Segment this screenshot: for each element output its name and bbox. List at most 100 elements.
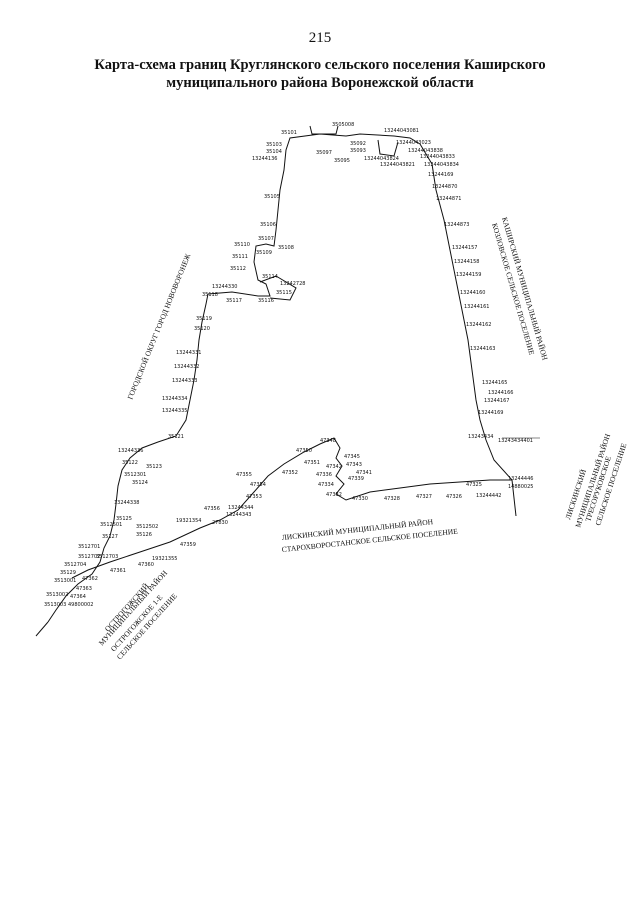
point-label: 13244870: [432, 184, 457, 190]
point-label: 35106: [260, 222, 276, 228]
point-label: 35125: [116, 516, 132, 522]
point-label: 47363: [76, 586, 92, 592]
point-label: 13244446: [508, 476, 533, 482]
point-label: 13244166: [488, 390, 513, 396]
point-label: 35121: [168, 434, 184, 440]
point-label: 35103: [266, 142, 282, 148]
point-label: 35101: [281, 130, 297, 136]
point-label: 13242728: [280, 281, 305, 287]
point-label: 13244163: [470, 346, 495, 352]
region-label-ostrogozhsky-4: СЕЛЬСКОЕ ПОСЕЛЕНИЕ: [115, 591, 179, 661]
point-label: 47339: [348, 476, 364, 482]
point-label: 47345: [344, 454, 360, 460]
page-number: 215: [308, 30, 332, 46]
point-label: 47330: [352, 496, 368, 502]
point-label: 13244344: [228, 505, 253, 511]
point-label: 35118: [202, 292, 218, 298]
point-label: 13244332: [174, 364, 199, 370]
point-label: 47351: [304, 460, 320, 466]
point-label: 35107: [258, 236, 274, 242]
point-label: 27830: [212, 520, 228, 526]
point-label: 35122: [122, 460, 138, 466]
point-label: 13244334: [162, 396, 187, 402]
mid-notch-line: [259, 275, 297, 301]
point-label: 19321355: [152, 556, 177, 562]
point-label: 47354: [250, 482, 266, 488]
point-label: 47359: [180, 542, 196, 548]
point-label: 3512704: [64, 562, 86, 568]
point-label: 47350: [296, 448, 312, 454]
point-label: 13244043821: [380, 162, 415, 168]
point-label: 47364: [70, 594, 86, 600]
point-label: 13244331: [176, 350, 201, 356]
top-right-notch: [377, 139, 399, 157]
point-label: 35109: [256, 250, 272, 256]
point-label: 13244043838: [408, 148, 443, 154]
point-label: 13244873: [444, 222, 469, 228]
point-label: 13244161: [464, 304, 489, 310]
point-label: 35108: [278, 245, 294, 251]
point-label: 35110: [234, 242, 250, 248]
point-label: 35092: [350, 141, 366, 147]
south-boundary-line: [71, 437, 512, 579]
point-label: 49800002: [68, 602, 93, 608]
point-label: 47360: [138, 562, 154, 568]
point-label: 13244169: [428, 172, 453, 178]
point-label: 13244159: [456, 272, 481, 278]
point-label: 35117: [226, 298, 242, 304]
point-label: 13244136: [252, 156, 277, 162]
point-label: 13244160: [460, 290, 485, 296]
point-label: 47336: [316, 472, 332, 478]
point-label: 35124: [132, 480, 148, 486]
point-label: 3512502: [136, 524, 158, 530]
page-title-line-2: муниципального района Воронежской област…: [166, 75, 474, 91]
point-label: 35116: [258, 298, 274, 304]
point-label: 3512701: [78, 544, 100, 550]
point-label: 13244043833: [420, 154, 455, 160]
point-label: 13244333: [172, 378, 197, 384]
point-label: 47327: [416, 494, 432, 500]
point-label: 13244336: [118, 448, 143, 454]
point-label: 35112: [230, 266, 246, 272]
point-label: 3505008: [332, 122, 354, 128]
point-label: 13244165: [482, 380, 507, 386]
point-label: 13244043081: [384, 128, 419, 134]
point-label: 47332: [326, 492, 342, 498]
point-label: 13244442: [476, 493, 501, 499]
point-label: 3513001: [54, 578, 76, 584]
point-label: 47334: [318, 482, 334, 488]
point-label: 35120: [194, 326, 210, 332]
point-label: 47352: [282, 470, 298, 476]
point-labels: 35101 3505008 13244043081 35103 35104 13…: [44, 122, 533, 608]
point-label: 3512501: [100, 522, 122, 528]
point-label: 47325: [466, 482, 482, 488]
west-stub-line: [35, 621, 49, 637]
point-label: 47353: [246, 494, 262, 500]
point-label: 35114: [262, 274, 278, 280]
point-label: 3512703: [96, 554, 118, 560]
point-label: 13244871: [436, 196, 461, 202]
point-label: 47343: [346, 462, 362, 468]
point-label: 3513002: [46, 592, 68, 598]
point-label: 13244043023: [396, 140, 431, 146]
point-label: 3513003: [44, 602, 66, 608]
point-label: 35093: [350, 148, 366, 154]
point-label: 35095: [334, 158, 350, 164]
point-label: 13244335: [162, 408, 187, 414]
point-label: 13244157: [452, 245, 477, 251]
point-label: 13244158: [454, 259, 479, 265]
point-label: 47326: [446, 494, 462, 500]
boundary-line: [47, 133, 517, 623]
point-label: 35126: [136, 532, 152, 538]
point-label: 13244162: [466, 322, 491, 328]
top-notch-line: [309, 125, 339, 135]
point-label: 35111: [232, 254, 248, 260]
point-label: 47328: [384, 496, 400, 502]
point-label: 14880025: [508, 484, 533, 490]
point-label: 35115: [276, 290, 292, 296]
point-label: 47356: [204, 506, 220, 512]
point-label: 47362: [82, 576, 98, 582]
point-label: 35104: [266, 149, 282, 155]
point-label: 47342: [326, 464, 342, 470]
